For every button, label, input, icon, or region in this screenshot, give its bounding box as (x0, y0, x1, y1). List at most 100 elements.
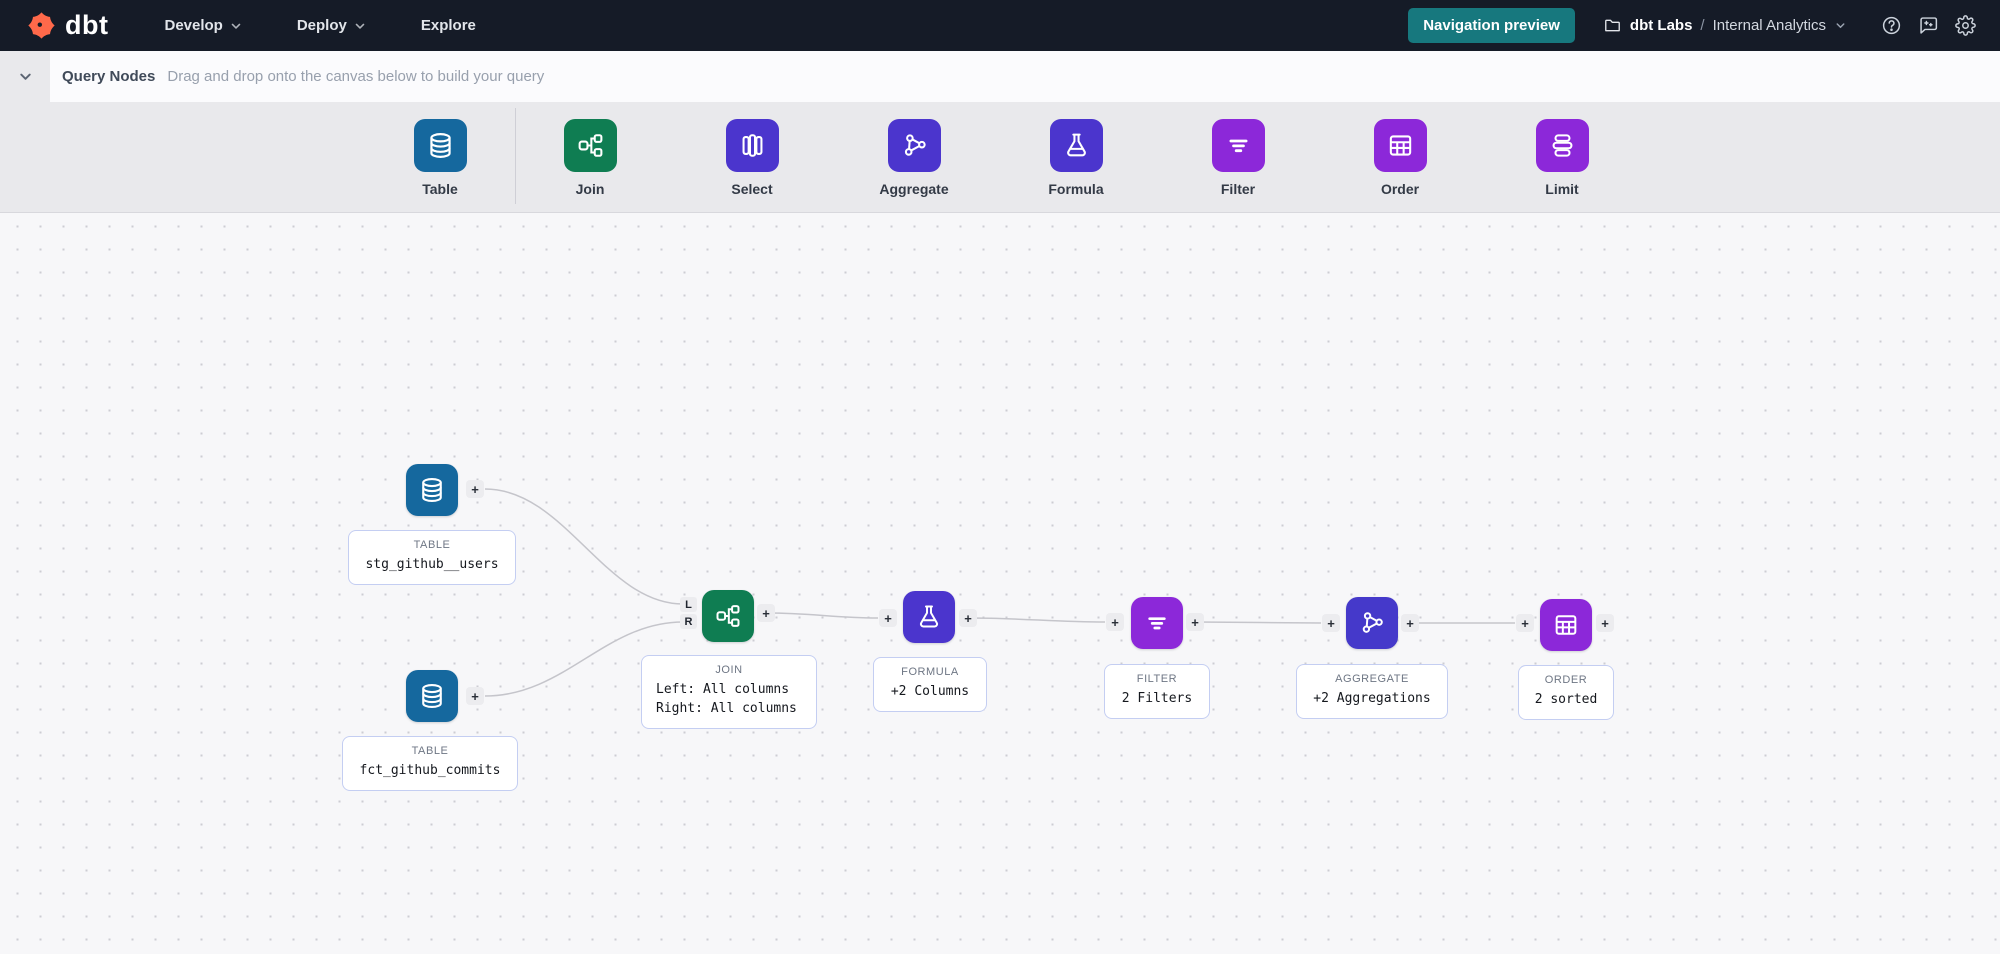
palette-label: Table (422, 181, 458, 197)
canvas-node-filter[interactable] (1131, 597, 1183, 649)
database-icon (422, 477, 442, 503)
palette-item-filter[interactable]: Filter (1178, 119, 1298, 197)
add-node-handle[interactable]: + (1516, 614, 1534, 632)
palette-label: Limit (1545, 181, 1579, 197)
palette-label: Select (731, 181, 773, 197)
breadcrumb[interactable]: dbt Labs / Internal Analytics (1603, 16, 1847, 35)
node-card-type: JOIN (715, 664, 743, 676)
aggregate-icon (887, 119, 941, 172)
edge-connectors (484, 488, 1515, 697)
breadcrumb-project: Internal Analytics (1712, 17, 1826, 34)
settings-gear-icon[interactable] (1955, 15, 1976, 36)
node-card-formula[interactable]: FORMULA +2 Columns (873, 657, 987, 712)
nav-item-explore[interactable]: Explore (421, 17, 476, 34)
node-card-value: stg_github__users (365, 557, 499, 572)
add-node-handle[interactable]: + (1596, 614, 1614, 632)
table-grid-icon (1555, 615, 1577, 635)
node-card-type: TABLE (411, 745, 449, 757)
palette-label: Join (575, 181, 605, 197)
query-canvas[interactable]: + + + + + + + + + + + L R TABLE stg_gith… (0, 213, 2000, 954)
database-icon (413, 119, 467, 172)
node-card-type: AGGREGATE (1335, 673, 1409, 685)
breadcrumb-org: dbt Labs (1629, 17, 1693, 34)
query-nodes-subtitle: Drag and drop onto the canvas below to b… (167, 68, 545, 85)
palette-item-limit[interactable]: Limit (1502, 119, 1622, 197)
feedback-icon[interactable] (1918, 15, 1939, 36)
palette-label: Order (1380, 181, 1420, 197)
nav-item-develop[interactable]: Develop (164, 17, 242, 34)
node-card-type: ORDER (1544, 674, 1588, 686)
node-palette: Table Join Select Aggregate Formula Filt… (0, 102, 2000, 213)
filter-icon (1148, 617, 1166, 630)
filter-icon (1211, 119, 1265, 172)
add-node-handle[interactable]: + (1322, 614, 1340, 632)
node-card-value: 2 sorted (1534, 692, 1598, 707)
dbt-logo-icon (28, 12, 55, 39)
navigation-preview-button[interactable]: Navigation preview (1408, 8, 1575, 43)
node-card-value: fct_github_commits (359, 763, 501, 778)
chevron-down-icon (231, 23, 241, 29)
node-card-value: +2 Columns (890, 684, 970, 699)
help-icon[interactable] (1881, 15, 1902, 36)
add-node-handle[interactable]: + (879, 609, 897, 627)
join-right-summary: Right: All columns (656, 700, 797, 716)
breadcrumb-separator: / (1700, 17, 1705, 34)
canvas-node-join[interactable] (702, 590, 754, 642)
dbt-logo-text: dbt (65, 10, 109, 40)
palette-item-table[interactable]: Table (380, 119, 500, 197)
query-nodes-title: Query Nodes (62, 68, 156, 85)
collapse-panel-button[interactable] (0, 51, 50, 102)
join-icon (563, 119, 617, 172)
node-card-value: +2 Aggregations (1313, 691, 1431, 706)
flask-icon (919, 605, 939, 628)
canvas-node-table-1[interactable] (406, 464, 458, 516)
nav-item-deploy[interactable]: Deploy (297, 17, 367, 34)
node-card-aggregate[interactable]: AGGREGATE +2 Aggregations (1296, 664, 1448, 719)
add-node-handle[interactable]: + (466, 480, 484, 498)
palette-item-select[interactable]: Select (692, 119, 812, 197)
chevron-down-icon (1836, 23, 1845, 29)
node-card-order[interactable]: ORDER 2 sorted (1518, 665, 1614, 720)
nav-item-explore-label: Explore (420, 17, 476, 34)
node-card-type: FORMULA (901, 666, 959, 678)
flask-icon (1049, 119, 1103, 172)
add-node-handle[interactable]: + (466, 687, 484, 705)
nav-item-develop-label: Develop (164, 17, 223, 34)
top-navbar: dbt Develop Deploy Explore Navigation pr… (0, 0, 2000, 51)
table-grid-icon (1373, 119, 1427, 172)
add-node-handle[interactable]: + (1106, 613, 1124, 631)
palette-divider (515, 108, 516, 204)
node-card-table-1[interactable]: TABLE stg_github__users (348, 530, 516, 585)
chevron-down-icon (19, 73, 31, 80)
node-card-table-2[interactable]: TABLE fct_github_commits (342, 736, 518, 791)
join-left-port[interactable]: L (680, 597, 697, 612)
canvas-node-formula[interactable] (903, 591, 955, 643)
add-node-handle[interactable]: + (1186, 613, 1204, 631)
nav-item-deploy-label: Deploy (296, 17, 347, 34)
add-node-handle[interactable]: + (959, 609, 977, 627)
node-card-type: FILTER (1136, 673, 1178, 685)
join-left-summary: Left: All columns (656, 682, 790, 697)
chevron-down-icon (355, 23, 365, 29)
join-right-port[interactable]: R (680, 614, 697, 629)
palette-item-aggregate[interactable]: Aggregate (854, 119, 974, 197)
canvas-node-aggregate[interactable] (1346, 597, 1398, 649)
node-card-type: TABLE (413, 539, 451, 551)
dbt-logo[interactable]: dbt (26, 10, 108, 41)
rows-icon (1535, 119, 1589, 172)
palette-label: Formula (1048, 181, 1104, 197)
palette-label: Aggregate (879, 181, 949, 197)
add-node-handle[interactable]: + (757, 604, 775, 622)
canvas-node-order[interactable] (1540, 599, 1592, 651)
palette-item-join[interactable]: Join (530, 119, 650, 197)
palette-label: Filter (1220, 181, 1256, 197)
columns-icon (725, 119, 779, 172)
palette-item-formula[interactable]: Formula (1016, 119, 1136, 197)
canvas-node-table-2[interactable] (406, 670, 458, 722)
node-card-filter[interactable]: FILTER 2 Filters (1104, 664, 1210, 719)
join-icon (716, 605, 740, 627)
add-node-handle[interactable]: + (1401, 614, 1419, 632)
palette-item-order[interactable]: Order (1340, 119, 1460, 197)
